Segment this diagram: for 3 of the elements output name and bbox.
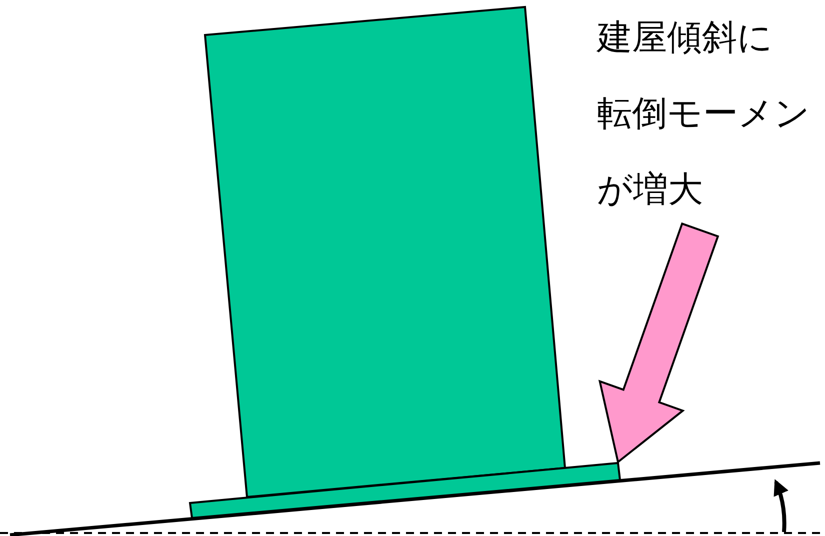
callout-text: 建屋傾斜に転倒モーメンが増大 xyxy=(597,0,810,228)
foundation-slab xyxy=(188,461,622,520)
block-arrow xyxy=(598,222,720,464)
